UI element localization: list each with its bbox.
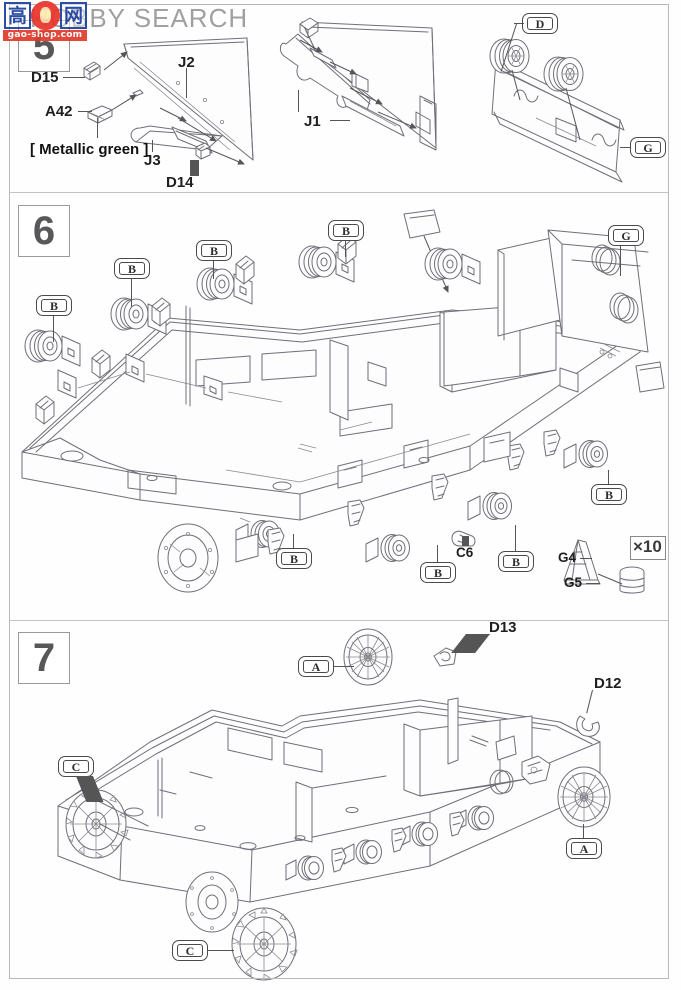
leader-d14 [190,160,199,176]
part-label-j3: J3 [144,152,161,169]
callout-label: B [333,224,359,237]
part-label-c6: C6 [456,545,474,560]
step6-artwork [21,209,665,594]
leader-b-3 [213,261,214,279]
leader-a42 [78,111,92,112]
callout-b-5[interactable]: B [591,484,627,505]
part-label-d15: D15 [31,69,59,86]
callout-b-4[interactable]: B [328,220,364,241]
quantity-badge-x10: ×10 [630,536,666,560]
part-label-g4: G4 [558,550,577,565]
callout-label: A [571,842,597,855]
callout-b-6[interactable]: B [498,551,534,572]
leader-j1 [330,120,350,121]
callout-b-7[interactable]: B [420,562,456,583]
part-label-a42: A42 [45,103,73,120]
leader-g5 [586,583,600,584]
callout-b-8[interactable]: B [276,548,312,569]
callout-b-3[interactable]: B [196,240,232,261]
callout-c-left[interactable]: C [58,756,94,777]
leader-b-4 [345,241,346,257]
callout-b-2[interactable]: B [114,258,150,279]
leader-g-step6 [620,246,621,276]
leader-metallic-green [97,118,98,138]
callout-label: B [201,244,227,257]
step-number-5: 5 [18,20,70,72]
callout-label: B [425,566,451,579]
leader-b-6 [515,525,516,551]
part-label-d12: D12 [594,675,622,692]
part-label-d13: D13 [489,619,517,636]
leader-a-top [334,666,354,667]
leader-j1-up [298,90,299,112]
leader-c6 [462,536,469,546]
callout-b-1[interactable]: B [36,295,72,316]
callout-label: C [177,944,203,957]
leader-b-7 [437,545,438,562]
part-label-j2: J2 [178,54,195,71]
part-label-j1: J1 [304,113,321,130]
callout-label: B [41,299,67,312]
leader-callout-d [514,23,524,24]
leader-b-1 [53,316,54,342]
step5-artwork [83,17,625,183]
callout-label: B [281,552,307,565]
callout-a-top[interactable]: A [298,656,334,677]
leader-b-2 [131,279,132,307]
leader-j3 [152,140,153,152]
callout-label: D [527,17,553,30]
divider-step6-step7 [9,620,669,621]
color-note-metallic-green: [ Metallic green ] [30,141,149,158]
step-number-6: 6 [18,205,70,257]
callout-c-bottom[interactable]: C [172,940,208,961]
callout-label: B [596,488,622,501]
part-label-g5: G5 [564,575,583,590]
callout-label: B [503,555,529,568]
divider-step5-step6 [9,192,669,193]
step-number-7: 7 [18,632,70,684]
callout-g-step5[interactable]: G [630,137,666,158]
callout-label: C [63,760,89,773]
callout-g-step6[interactable]: G [608,225,644,246]
leader-g4 [580,558,592,559]
step7-artwork [57,628,611,981]
callout-label: G [613,229,639,242]
leader-a-right [583,824,584,838]
leader-c-bottom [208,950,234,951]
leader-callout-g-step5 [620,147,631,148]
callout-a-right[interactable]: A [566,838,602,859]
leader-b-8 [293,534,294,548]
callout-label: A [303,660,329,673]
callout-d-step5[interactable]: D [522,13,558,34]
leader-d15 [63,77,85,78]
callout-label: G [635,141,661,154]
leader-b-5 [608,470,609,484]
part-label-d14: D14 [166,174,194,191]
callout-label: B [119,262,145,275]
leader-j2 [186,68,187,98]
